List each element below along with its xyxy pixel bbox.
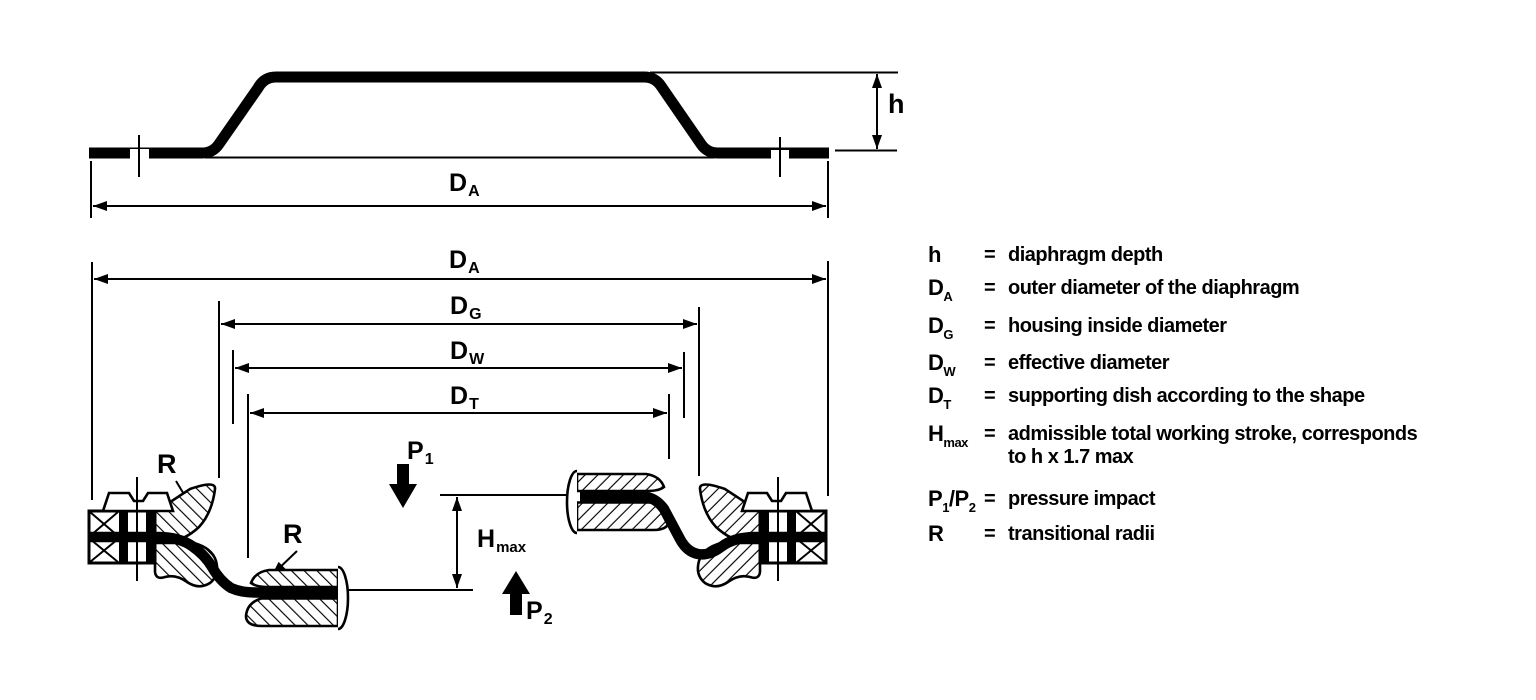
legend-equals: =: [984, 244, 996, 266]
left-assembly: [87, 477, 350, 631]
legend-row-hmax: Hmax = admissible total working stroke, …: [928, 421, 1418, 469]
legend-row-da: DA = outer diameter of the diaphragm: [928, 275, 1300, 304]
dimension-lines: [91, 261, 829, 591]
label-da-top: DA: [449, 169, 480, 200]
legend-row-r: R = transitional radii: [928, 523, 1155, 546]
legend-symbol: DT: [928, 383, 951, 412]
label-r-1: R: [157, 449, 177, 479]
p2-arrow: [502, 571, 530, 615]
legend-row-h: h = diaphragm depth: [928, 244, 1163, 267]
legend-text: diaphragm depth: [1008, 244, 1163, 266]
label-p2: P2: [526, 597, 553, 628]
legend-equals: =: [984, 523, 996, 545]
legend-equals: =: [984, 315, 996, 337]
legend-symbol: DW: [928, 350, 956, 379]
legend-text: admissible total working stroke, corresp…: [1008, 423, 1418, 468]
legend-text: outer diameter of the diaphragm: [1008, 277, 1300, 299]
legend-text: housing inside diameter: [1008, 315, 1227, 337]
legend-equals: =: [984, 277, 996, 299]
centerline-tick-left: [130, 135, 149, 177]
dimension-dt: [247, 394, 670, 558]
diagram-canvas: [87, 71, 898, 631]
profile-view: [89, 71, 898, 218]
dimension-hmax: [343, 494, 574, 591]
centerline-tick-right: [771, 137, 789, 177]
label-r-2: R: [283, 519, 303, 549]
label-dw: DW: [450, 337, 485, 368]
legend-row-p1-p2: P1/P2 = pressure impact: [928, 486, 1156, 515]
label-h: h: [888, 89, 905, 119]
legend-equals: =: [984, 423, 996, 445]
legend-text: pressure impact: [1008, 488, 1156, 510]
dimension-h: [650, 71, 898, 152]
dimension-da-top: [90, 161, 829, 218]
legend-symbol: P1/P2: [928, 486, 976, 515]
p1-arrow: [389, 464, 417, 508]
legend-equals: =: [984, 488, 996, 510]
legend-equals: =: [984, 352, 996, 374]
label-dt: DT: [450, 382, 479, 413]
legend-text: transitional radii: [1008, 523, 1155, 545]
label-hmax: Hmax: [477, 525, 527, 556]
legend: h = diaphragm depth DA = outer diameter …: [928, 240, 1488, 570]
legend-equals: =: [984, 385, 996, 407]
label-p1: P1: [407, 437, 434, 468]
legend-symbol: h: [928, 242, 941, 267]
legend-row-dw: DW = effective diameter: [928, 350, 1170, 379]
legend-symbol: DG: [928, 313, 954, 342]
legend-symbol: R: [928, 521, 944, 546]
dimension-dw: [232, 350, 685, 424]
legend-text: effective diameter: [1008, 352, 1170, 374]
legend-row-dt: DT = supporting dish according to the sh…: [928, 383, 1365, 412]
legend-symbol: Hmax: [928, 421, 968, 450]
label-dg: DG: [450, 292, 482, 323]
legend-row-dg: DG = housing inside diameter: [928, 313, 1227, 342]
legend-text: supporting dish according to the shape: [1008, 385, 1365, 407]
dimension-da: [91, 261, 829, 500]
label-da: DA: [449, 246, 480, 277]
dimension-dg: [218, 301, 700, 478]
legend-symbol: DA: [928, 275, 953, 304]
right-assembly: [565, 469, 828, 588]
